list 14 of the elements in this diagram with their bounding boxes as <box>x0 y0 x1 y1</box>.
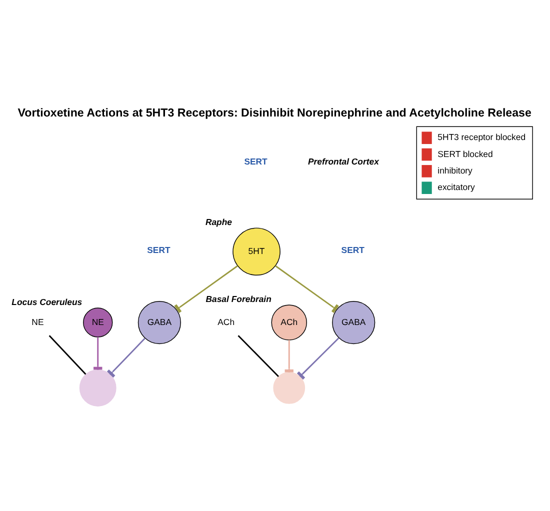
label: Prefrontal Cortex <box>308 156 379 166</box>
label: SERT <box>147 245 170 256</box>
label: SERT <box>341 245 364 256</box>
node-label: Basal Forebrain <box>206 294 272 304</box>
legend-label: excitatory <box>438 182 475 192</box>
node-label: Locus Coeruleus <box>12 296 82 307</box>
label: SERT <box>244 156 268 166</box>
node-text: ACh <box>218 316 235 327</box>
legend-label: 5HT3 receptor blocked <box>438 132 526 142</box>
legend-label: SERT blocked <box>438 148 493 159</box>
node-label: Raphe <box>205 216 232 227</box>
legend-label: inhibitory <box>438 165 472 176</box>
diagram-title: Vortioxetine Actions at 5HT3 Receptors: Disinhibit Norepinephrine and Acetylcholine Release <box>18 107 532 120</box>
node-text: NE <box>32 316 44 327</box>
